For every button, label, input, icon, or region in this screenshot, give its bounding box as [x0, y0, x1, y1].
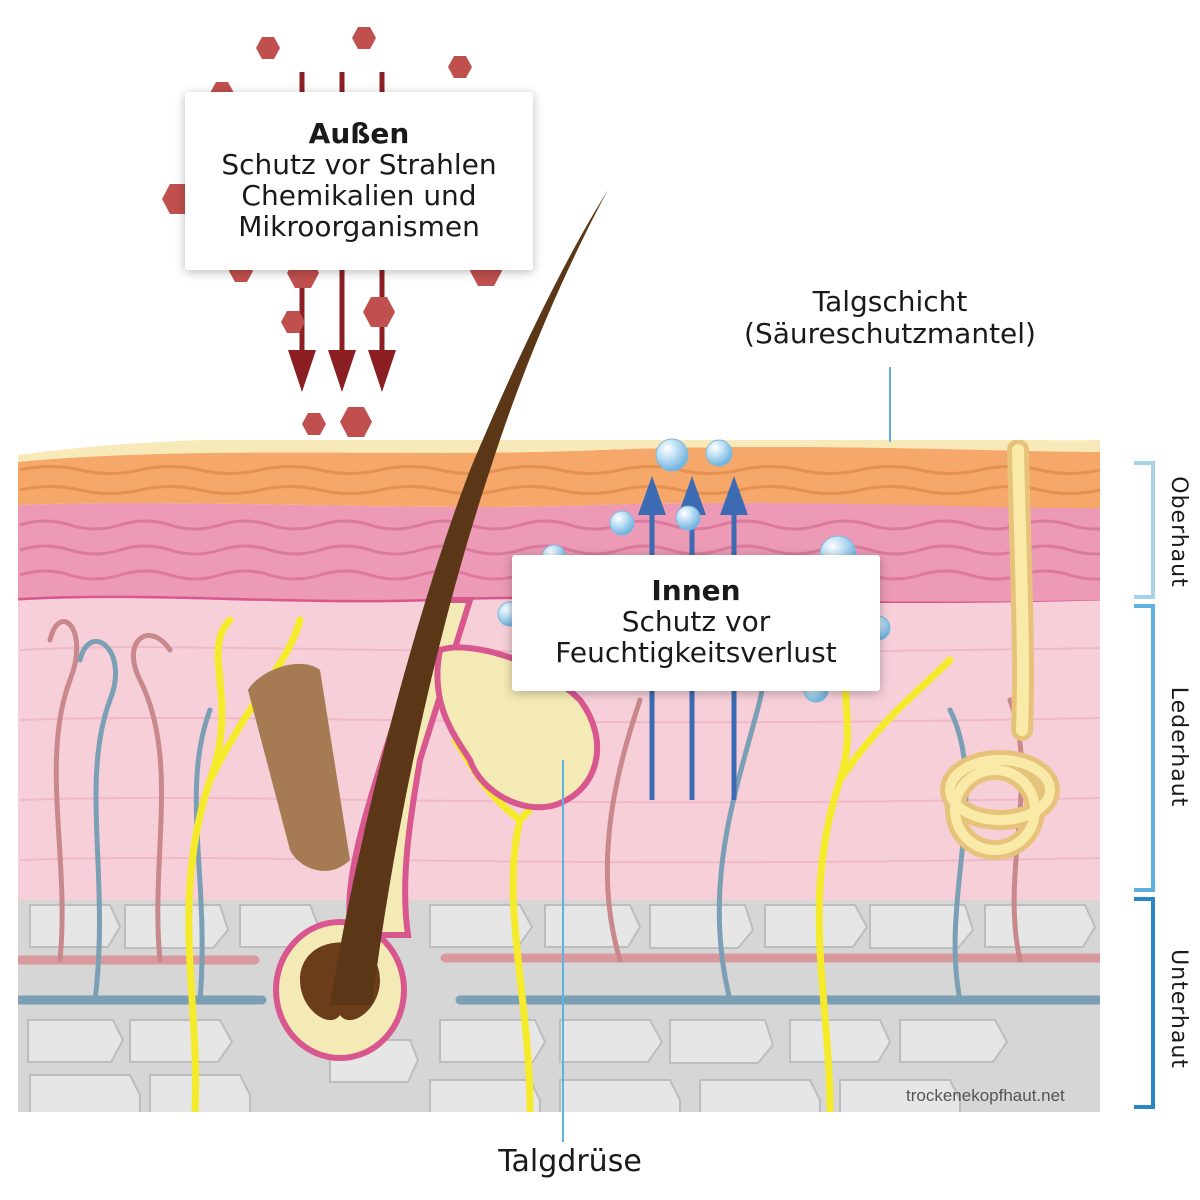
sebum-layer-label-line-1: Talgschicht: [812, 285, 968, 318]
subcutis-label: Unterhaut: [1166, 949, 1191, 1069]
epidermis-label: Oberhaut: [1166, 476, 1191, 588]
layer-brackets: [1134, 461, 1155, 1109]
inside-heading: Innen: [651, 574, 741, 607]
outside-line-1: Schutz vor Strahlen: [221, 148, 497, 181]
source-credit: trockenekopfhaut.net: [906, 1086, 1065, 1105]
inside-line-2: Feuchtigkeitsverlust: [555, 636, 837, 669]
fat-cells: [27, 904, 1097, 1112]
sebaceous-gland-label: Talgdrüse: [498, 1144, 642, 1179]
inside-protection-box: Innen Schutz vor Feuchtigkeitsverlust: [512, 555, 880, 691]
outside-heading: Außen: [308, 117, 410, 150]
stratum-corneum: [18, 446, 1100, 509]
outside-line-2: Chemikalien und: [241, 179, 477, 212]
sebum-layer-label: Talgschicht (Säureschutzmantel): [700, 286, 1080, 350]
sebum-layer-label-line-2: (Säureschutzmantel): [744, 317, 1036, 350]
sebum-layer: [18, 440, 1100, 462]
outside-line-3: Mikroorganismen: [238, 210, 480, 243]
inside-line-1: Schutz vor: [621, 605, 771, 638]
outside-protection-box: Außen Schutz vor Strahlen Chemikalien un…: [185, 92, 533, 270]
arrector-pili-muscle: [248, 663, 350, 871]
hair-shaft: [330, 190, 608, 1005]
dermis-label: Lederhaut: [1166, 686, 1191, 808]
skin-layers: [18, 440, 1100, 1112]
